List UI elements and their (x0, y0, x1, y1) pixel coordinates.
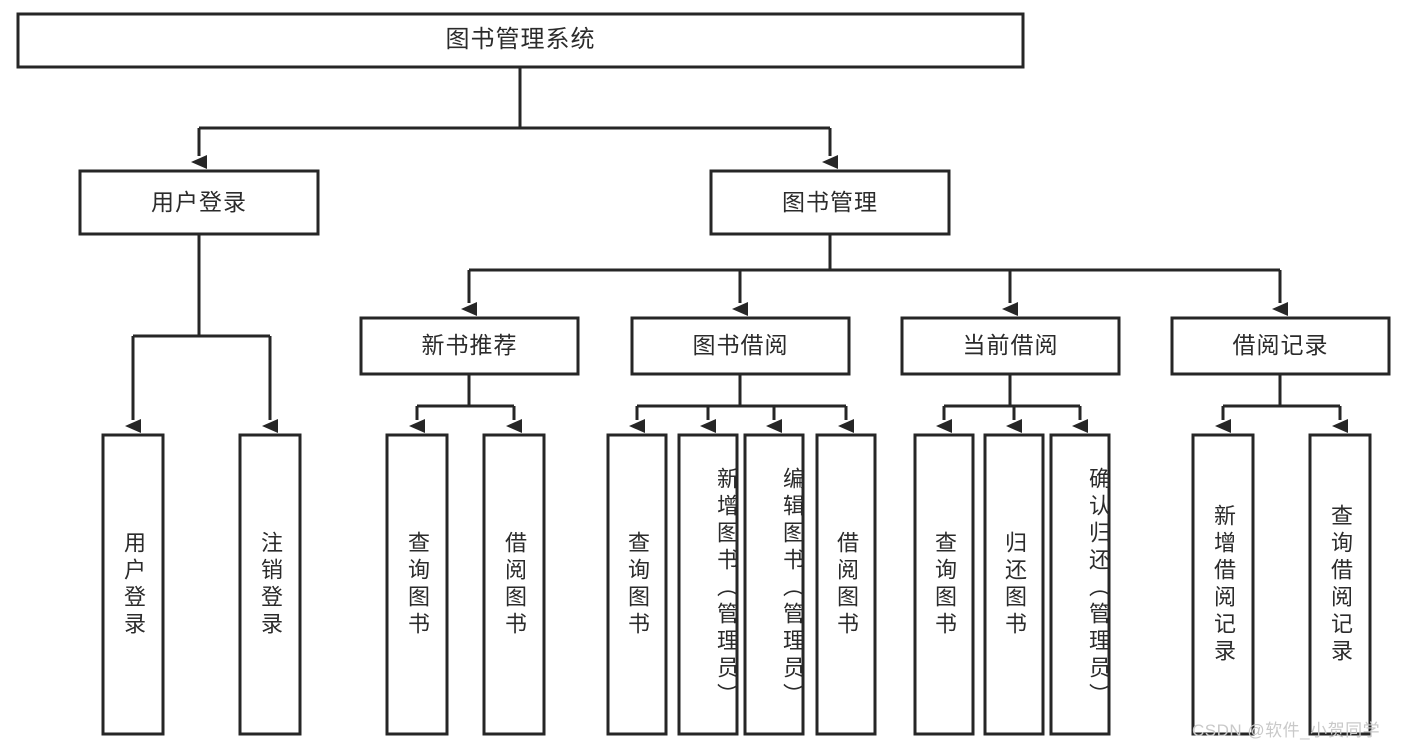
leaf-box-book-borrow-2[interactable] (743, 433, 805, 736)
node-box-user-login[interactable] (78, 169, 320, 236)
node-box-root[interactable] (16, 12, 1025, 69)
node-box-borrow-record[interactable] (1170, 316, 1391, 376)
node-box-book-borrow[interactable] (630, 316, 851, 376)
node-box-book-manage[interactable] (709, 169, 951, 236)
leaf-box-user-login-1[interactable] (238, 433, 302, 736)
leaf-box-new-book-0[interactable] (385, 433, 449, 736)
leaf-box-new-book-1[interactable] (482, 433, 546, 736)
leaf-box-borrow-record-0[interactable] (1191, 433, 1255, 736)
leaf-box-book-borrow-3[interactable] (815, 433, 877, 736)
leaf-box-book-borrow-1[interactable] (677, 433, 739, 736)
leaf-box-borrow-record-1[interactable] (1308, 433, 1372, 736)
leaf-box-user-login-0[interactable] (101, 433, 165, 736)
leaf-box-current-borrow-0[interactable] (913, 433, 975, 736)
node-box-current-borrow[interactable] (900, 316, 1121, 376)
leaf-box-current-borrow-1[interactable] (983, 433, 1045, 736)
node-box-new-book[interactable] (359, 316, 580, 376)
leaf-box-book-borrow-0[interactable] (606, 433, 668, 736)
leaf-box-current-borrow-2[interactable] (1049, 433, 1111, 736)
